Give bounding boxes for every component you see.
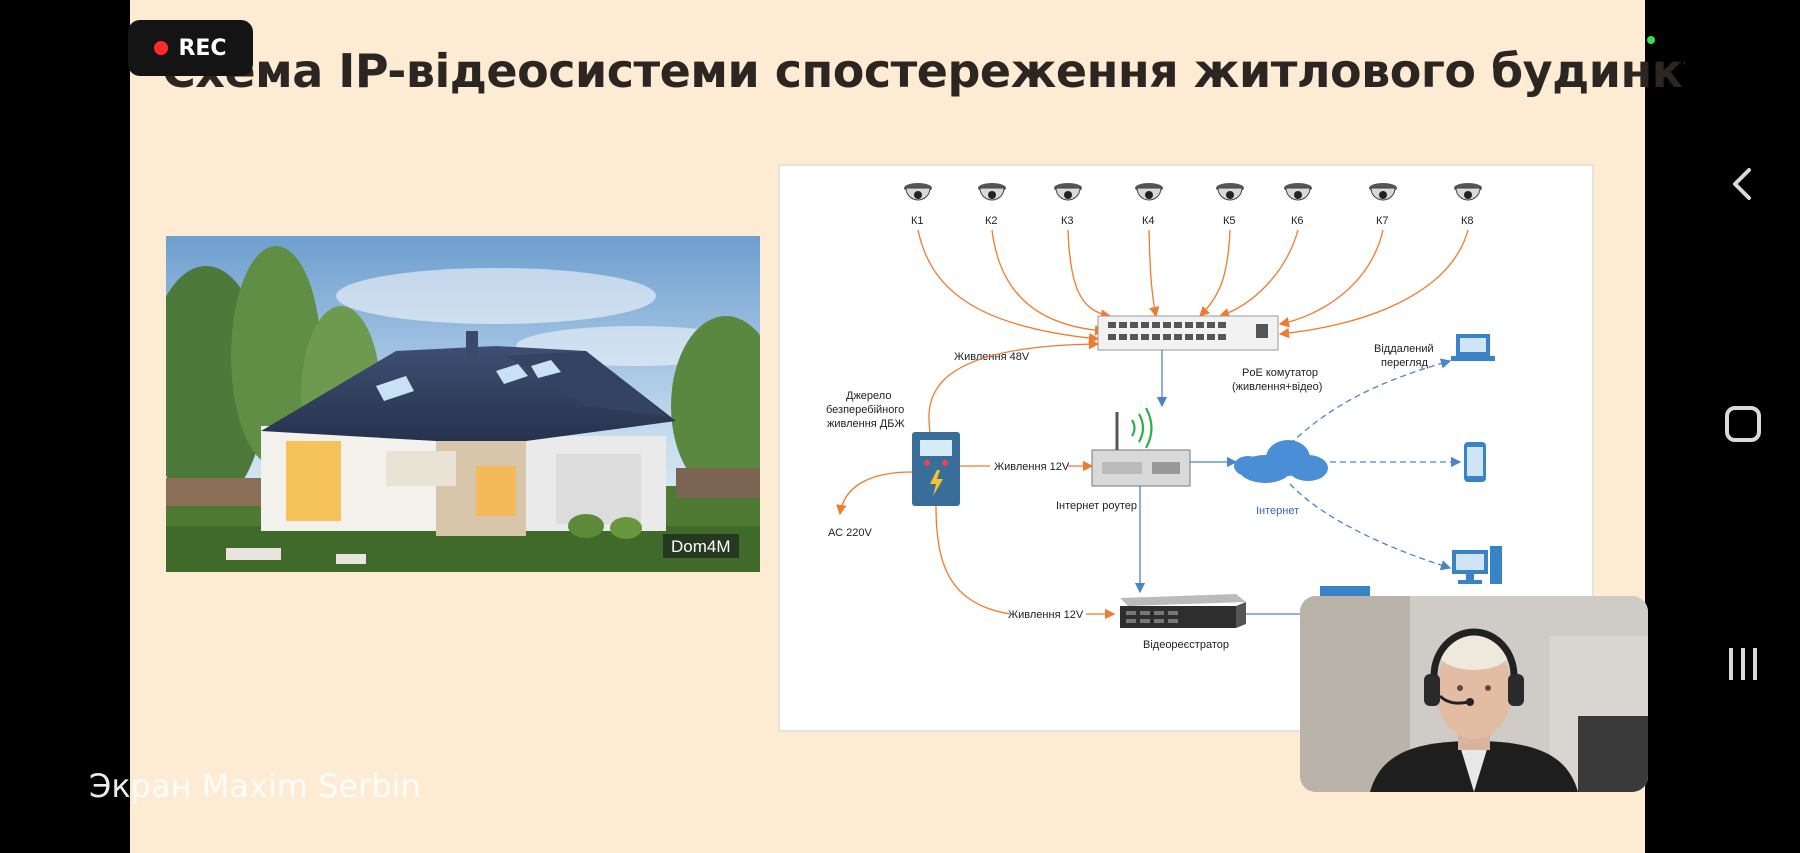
photo-watermark: Dom4M — [671, 537, 731, 556]
video-recorder-label: Відеореєстратор — [1143, 639, 1229, 651]
internet-label: Інтернет — [1256, 505, 1299, 517]
power-48v-label: Живлення 48V — [954, 351, 1030, 363]
back-icon — [1733, 168, 1751, 200]
remote-view-label-line2: перегляд — [1381, 357, 1428, 369]
poe-switch-label-line1: PoE комутатор — [1242, 367, 1318, 379]
camera-cables — [917, 229, 1469, 344]
participant-video-thumbnail[interactable] — [1300, 596, 1648, 792]
camera-label: К7 — [1376, 215, 1389, 227]
screen-share-owner-label: Экран Maxim Serbin — [89, 767, 421, 805]
recording-label: REC — [178, 35, 227, 61]
camera-label: К8 — [1461, 215, 1474, 227]
camera-active-indicator — [1647, 36, 1655, 44]
camera-label: К6 — [1291, 215, 1304, 227]
internet-cloud-icon — [1234, 440, 1328, 483]
nav-home-button[interactable] — [1705, 386, 1781, 462]
home-icon — [1725, 406, 1761, 442]
network-diagram: К1 К2 К3 К4 К5 К6 К7 К8 — [778, 164, 1594, 732]
power-12v-dvr-label: Живлення 12V — [1008, 609, 1084, 621]
camera-icon — [1054, 183, 1082, 201]
router-label: Інтернет роутер — [1056, 500, 1137, 512]
ac-label: АС 220V — [828, 527, 872, 539]
camera-label: К2 — [985, 215, 998, 227]
recents-icon — [1729, 648, 1757, 680]
video-recorder-icon — [1120, 594, 1246, 628]
ups-icon — [912, 432, 960, 506]
camera-label: К5 — [1223, 215, 1236, 227]
record-dot-icon — [154, 41, 169, 55]
camera-icon — [1216, 183, 1244, 201]
remote-links — [1289, 358, 1462, 571]
camera-label: К4 — [1142, 215, 1155, 227]
laptop-icon — [1451, 334, 1495, 361]
recording-indicator[interactable]: REC — [128, 20, 253, 76]
camera-icon — [904, 183, 932, 201]
poe-switch-label-line2: (живлення+відео) — [1232, 381, 1322, 393]
nav-back-button[interactable] — [1705, 146, 1781, 222]
camera-icon — [1135, 183, 1163, 201]
camera-label: К1 — [911, 215, 924, 227]
ups-label-line1: Джерело — [846, 390, 891, 402]
ups-label-line3: живлення ДБЖ — [827, 418, 905, 430]
camera-icon — [978, 183, 1006, 201]
smartphone-icon — [1464, 442, 1486, 482]
desktop-computer-icon — [1452, 546, 1502, 584]
house-photo: Dom4M — [166, 236, 760, 572]
poe-switch-icon — [1097, 315, 1279, 351]
system-navigation-bar — [1685, 0, 1800, 853]
ups-label-line2: безперебійного — [826, 404, 904, 416]
slide-title: Схема IP-відеосистеми спостереження житл… — [162, 44, 1713, 98]
camera-icon — [1369, 183, 1397, 201]
camera-icon — [1284, 183, 1312, 201]
power-12v-router-label: Живлення 12V — [994, 461, 1070, 473]
camera-icon — [1454, 183, 1482, 201]
nav-recents-button[interactable] — [1705, 626, 1781, 702]
router-icon — [1091, 407, 1191, 487]
camera-row — [904, 183, 1482, 201]
remote-view-label-line1: Віддалений — [1374, 343, 1434, 355]
camera-label: К3 — [1061, 215, 1074, 227]
